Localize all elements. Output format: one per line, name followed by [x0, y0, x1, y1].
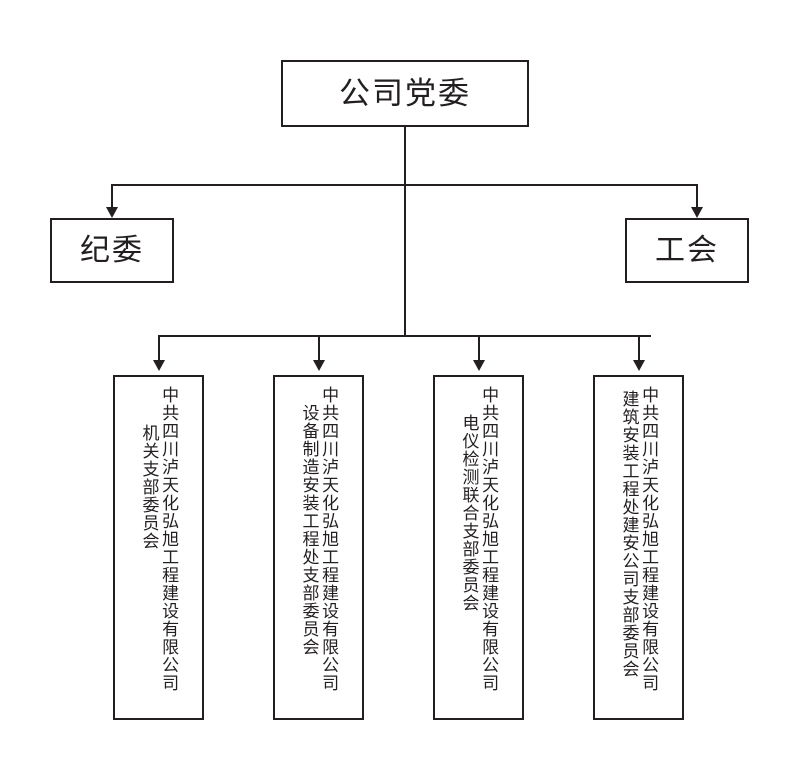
node-branch-jianzhu[interactable]: 中共四川泸天化弘旭工程建设有限公司 建筑安装工程处建安公司支部委员会	[593, 375, 684, 720]
branch-org-name-4: 中共四川泸天化弘旭工程建设有限公司	[639, 386, 659, 692]
vertical-text-wrap: 中共四川泸天化弘旭工程建设有限公司 电仪检测联合支部委员会	[459, 386, 499, 718]
branch-unit-name-2: 设备制造安装工程处支部委员会	[299, 404, 319, 656]
connector-drop-branch-4	[638, 335, 640, 363]
connector-drop-branch-1	[158, 335, 160, 363]
branch-org-name-2: 中共四川泸天化弘旭工程建设有限公司	[319, 386, 339, 692]
node-company-party-committee[interactable]: 公司党委	[281, 60, 529, 127]
branch-unit-name-3: 电仪检测联合支部委员会	[459, 414, 479, 612]
vertical-text-wrap: 中共四川泸天化弘旭工程建设有限公司 设备制造安装工程处支部委员会	[299, 386, 339, 718]
branch-org-name-3: 中共四川泸天化弘旭工程建设有限公司	[479, 386, 499, 692]
branch-unit-name-1: 机关支部委员会	[139, 424, 159, 550]
node-discipline-committee[interactable]: 纪委	[50, 218, 174, 283]
connector-drop-branch-3	[478, 335, 480, 363]
node-label-company-party-committee: 公司党委	[339, 76, 471, 111]
connector-drop-branch-2	[318, 335, 320, 363]
arrow-head-icon-branch-2	[313, 360, 325, 371]
connector-drop-right	[696, 184, 698, 210]
arrow-head-icon-branch-3	[473, 360, 485, 371]
branch-org-name-1: 中共四川泸天化弘旭工程建设有限公司	[159, 386, 179, 692]
connector-trunk-main	[404, 127, 406, 335]
arrow-head-icon-branch-4	[633, 360, 645, 371]
node-branch-dianyi[interactable]: 中共四川泸天化弘旭工程建设有限公司 电仪检测联合支部委员会	[433, 375, 524, 720]
node-labor-union[interactable]: 工会	[625, 218, 749, 283]
vertical-text-wrap: 中共四川泸天化弘旭工程建设有限公司 机关支部委员会	[139, 386, 179, 718]
connector-bus-branches	[158, 335, 651, 337]
node-branch-shebei[interactable]: 中共四川泸天化弘旭工程建设有限公司 设备制造安装工程处支部委员会	[273, 375, 364, 720]
arrow-head-icon-branch-1	[153, 360, 165, 371]
branch-unit-name-4: 建筑安装工程处建安公司支部委员会	[619, 390, 639, 678]
connector-drop-left	[111, 184, 113, 210]
arrow-head-icon-right	[691, 207, 703, 218]
arrow-head-icon-left	[106, 207, 118, 218]
node-branch-jiguan[interactable]: 中共四川泸天化弘旭工程建设有限公司 机关支部委员会	[113, 375, 204, 720]
node-label-discipline-committee: 纪委	[80, 233, 144, 267]
vertical-text-wrap: 中共四川泸天化弘旭工程建设有限公司 建筑安装工程处建安公司支部委员会	[619, 386, 659, 718]
node-label-labor-union: 工会	[655, 233, 719, 267]
connector-bus-level2	[111, 184, 698, 186]
